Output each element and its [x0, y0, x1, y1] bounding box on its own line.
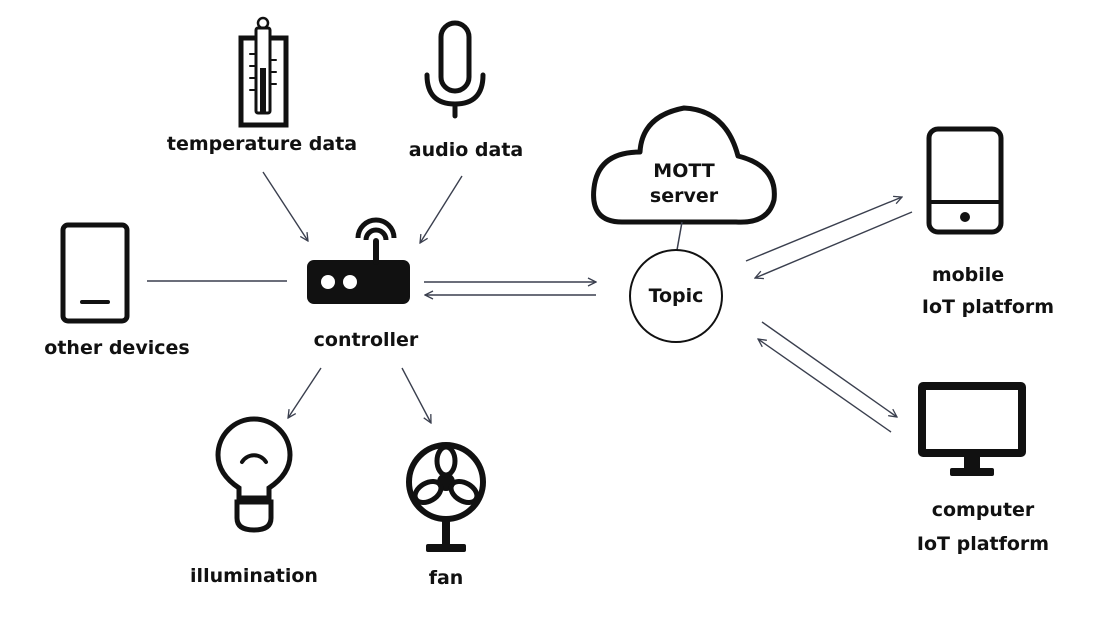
router-icon	[307, 217, 410, 304]
audio-data-label: audio data	[409, 139, 523, 161]
mqtt-server-label-line2: server	[650, 185, 719, 207]
arrow-topic-to-mobile	[745, 197, 902, 262]
topic-node	[629, 249, 723, 343]
illumination-label: illumination	[190, 565, 318, 587]
fan-icon	[406, 442, 486, 552]
arrow-computer-to-topic	[758, 339, 892, 433]
smartphone-icon	[926, 126, 1004, 235]
computer-platform-label-line1: computer	[932, 499, 1035, 521]
arrow-controller-to-fan	[401, 367, 431, 423]
thermometer-icon	[238, 16, 289, 128]
cloud-icon	[591, 105, 777, 225]
arrow-temperature-to-controller	[262, 171, 308, 241]
computer-platform-label-line2: IoT platform	[917, 533, 1049, 555]
mobile-platform-label-line2: IoT platform	[922, 296, 1054, 318]
arrow-mobile-to-topic	[755, 211, 913, 278]
mqtt-server-label-line1: MOTT	[653, 160, 714, 182]
cloud-topic-link	[676, 221, 683, 251]
mobile-platform-label-line1: mobile	[932, 264, 1004, 286]
temperature-data-label: temperature data	[167, 133, 357, 155]
topic-label: Topic	[649, 285, 704, 307]
arrow-audio-to-controller	[420, 175, 463, 243]
fan-label: fan	[429, 567, 464, 589]
tablet-icon	[60, 222, 130, 324]
other-devices-label: other devices	[44, 337, 189, 359]
microphone-icon	[424, 20, 486, 119]
lightbulb-icon	[215, 416, 293, 533]
controller-label: controller	[314, 329, 419, 351]
monitor-icon	[918, 382, 1026, 476]
arrow-topic-to-computer	[761, 321, 897, 417]
arrow-controller-to-illumination	[288, 367, 322, 418]
